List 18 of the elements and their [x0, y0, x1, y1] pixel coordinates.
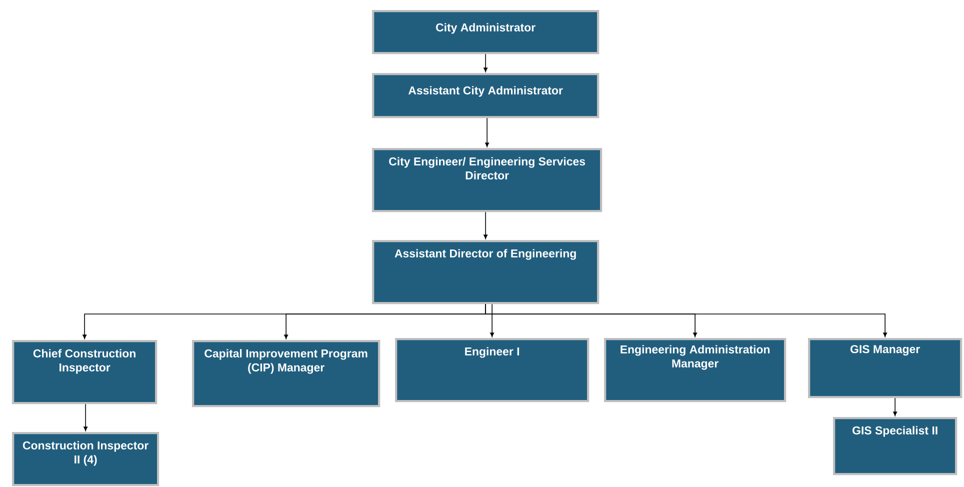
- org-box: GIS Specialist II: [833, 417, 958, 476]
- org-box: Construction Inspector II (4): [12, 432, 160, 486]
- arrow: [484, 54, 488, 72]
- org-box: City Administrator: [372, 10, 600, 54]
- arrow: [484, 212, 488, 239]
- arrow: [893, 398, 898, 416]
- org-box: GIS Manager: [808, 338, 962, 398]
- arrow: [490, 304, 494, 337]
- org-box: Capital Improvement Program (CIP) Manager: [192, 340, 380, 408]
- org-box: City Engineer/ Engineering Services Director: [372, 148, 602, 212]
- arrow: [485, 304, 888, 337]
- org-box: Chief Construction Inspector: [12, 340, 158, 404]
- arrow: [84, 404, 88, 431]
- org-box: Engineering Administration Manager: [604, 338, 786, 402]
- org-box: Assistant Director of Engineering: [372, 240, 600, 304]
- org-box: Assistant City Administrator: [372, 73, 600, 118]
- org-box: Engineer I: [395, 338, 590, 402]
- arrow: [485, 118, 490, 147]
